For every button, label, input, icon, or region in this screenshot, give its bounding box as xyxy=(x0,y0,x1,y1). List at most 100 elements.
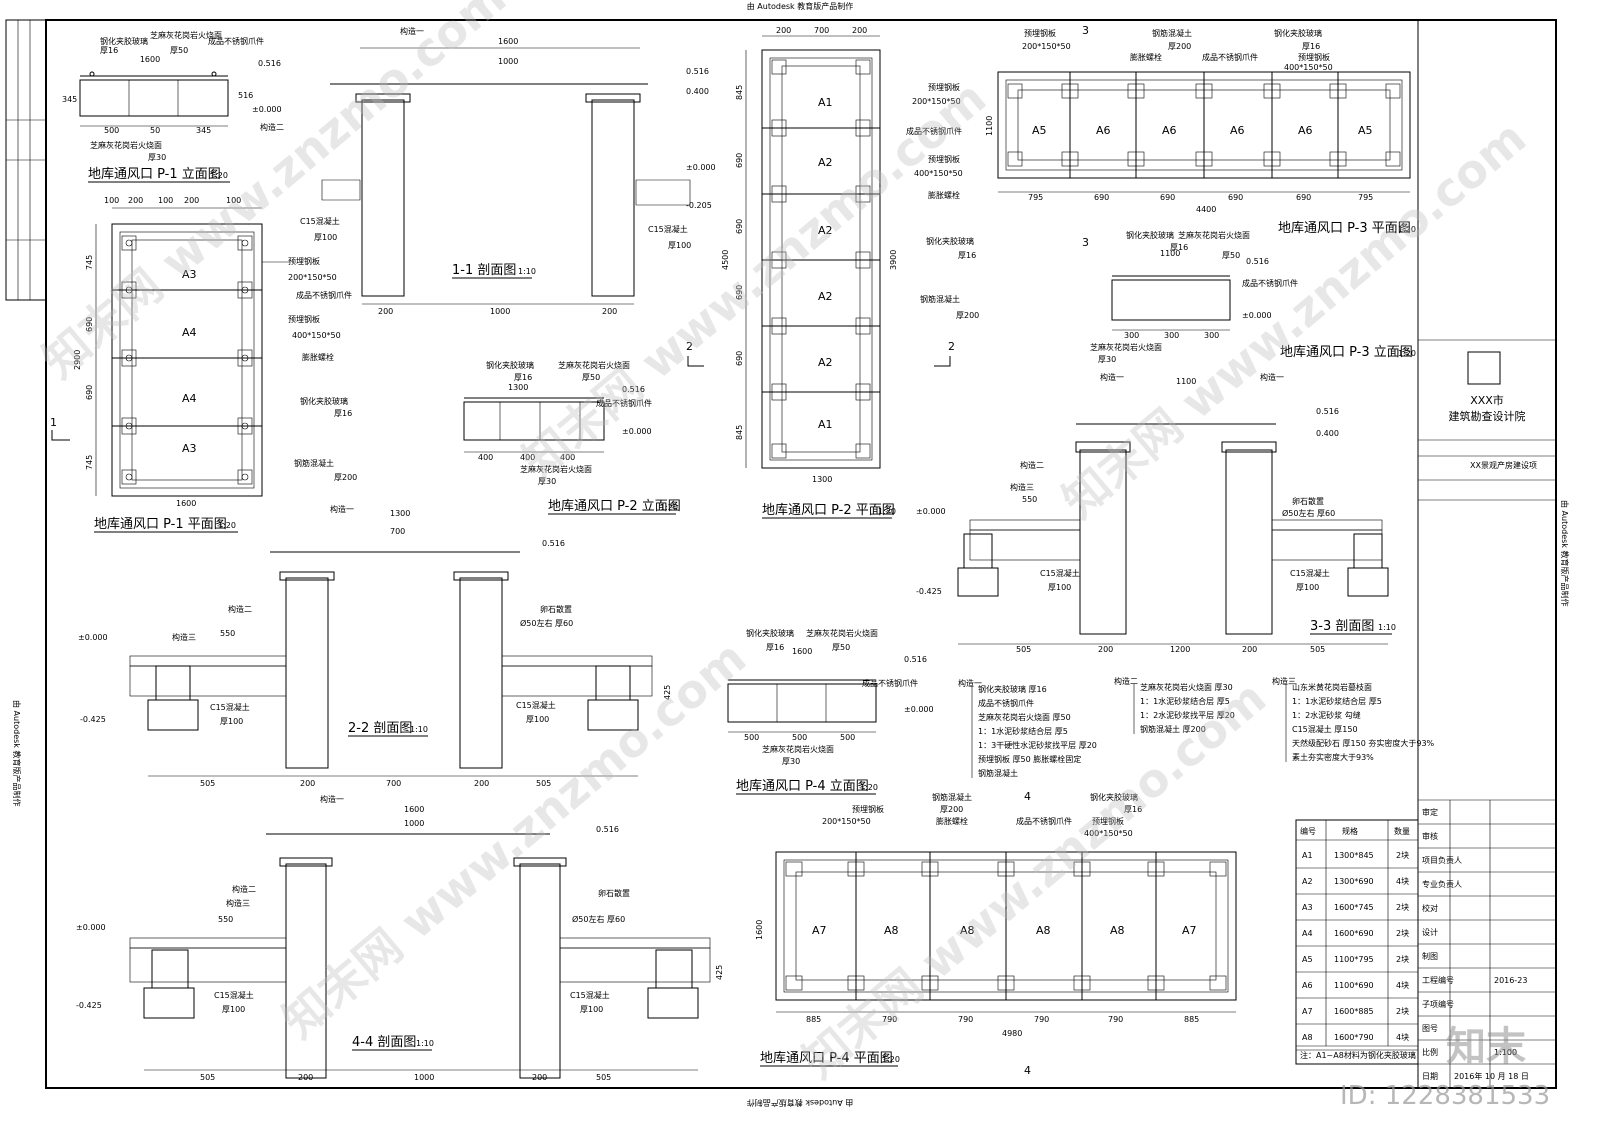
svg-text:795: 795 xyxy=(1028,193,1043,202)
svg-text:预埋钢板: 预埋钢板 xyxy=(928,82,960,92)
svg-text:4980: 4980 xyxy=(1002,1029,1022,1038)
company-name: 建筑勘查设计院 xyxy=(1449,409,1526,423)
p2-elev-title: 地库通风口 P-2 立面图 xyxy=(548,498,681,514)
svg-text:C15混凝土: C15混凝土 xyxy=(300,216,340,226)
svg-text:C15混凝土: C15混凝土 xyxy=(1040,568,1080,578)
svg-text:钢化夹胶玻璃: 钢化夹胶玻璃 xyxy=(300,396,348,406)
svg-text:±0.000: ±0.000 xyxy=(686,163,716,172)
svg-text:预埋钢板: 预埋钢板 xyxy=(852,804,884,814)
table-cell-spec: 1600*690 xyxy=(1334,929,1374,938)
svg-text:550: 550 xyxy=(1022,495,1037,504)
svg-text:构造三: 构造三 xyxy=(172,632,196,642)
svg-text:钢化夹胶玻璃: 钢化夹胶玻璃 xyxy=(1090,792,1138,802)
p3-plan-title: 地库通风口 P-3 平面图 xyxy=(1278,220,1411,236)
svg-text:C15混凝土: C15混凝土 xyxy=(1290,568,1330,578)
svg-text:钢筋混凝土: 钢筋混凝土 xyxy=(1152,28,1192,38)
svg-text:0.516: 0.516 xyxy=(542,539,565,548)
svg-text:400*150*50: 400*150*50 xyxy=(914,169,963,178)
svg-text:膨胀螺栓: 膨胀螺栓 xyxy=(928,190,960,200)
svg-text:100: 100 xyxy=(226,196,241,205)
panel-a3: A3 xyxy=(182,442,197,455)
svg-text:300: 300 xyxy=(1204,331,1219,340)
svg-text:0.516: 0.516 xyxy=(686,67,709,76)
svg-text:山东米黄花岗岩墓枝面: 山东米黄花岗岩墓枝面 xyxy=(1292,682,1372,692)
svg-text:500: 500 xyxy=(840,733,855,742)
svg-text:厚16: 厚16 xyxy=(958,251,976,260)
svg-text:C15混凝土: C15混凝土 xyxy=(214,990,254,1000)
svg-text:厚50: 厚50 xyxy=(582,373,600,382)
titleblock-row-label: 工程编号 xyxy=(1422,975,1454,985)
svg-text:钢化夹胶玻璃: 钢化夹胶玻璃 xyxy=(926,236,974,246)
svg-text:300: 300 xyxy=(1164,331,1179,340)
svg-text:±0.000: ±0.000 xyxy=(622,427,652,436)
table-cell-spec: 1100*690 xyxy=(1334,981,1374,990)
svg-text:构造二: 构造二 xyxy=(228,604,252,614)
svg-text:1000: 1000 xyxy=(414,1073,434,1082)
svg-text:690: 690 xyxy=(1160,193,1175,202)
svg-text:885: 885 xyxy=(1184,1015,1199,1024)
svg-text:300: 300 xyxy=(1124,331,1139,340)
p4-plan-title: 地库通风口 P-4 平面图 xyxy=(760,1050,893,1066)
titleblock-scale: 1:100 xyxy=(1494,1048,1517,1057)
svg-text:C15混凝土: C15混凝土 xyxy=(570,990,610,1000)
svg-text:505: 505 xyxy=(1016,645,1031,654)
svg-text:745: 745 xyxy=(85,255,94,270)
svg-text:200: 200 xyxy=(128,196,143,205)
p4-elevation: 钢化夹胶玻璃 厚16 芝麻灰花岗岩火烧面 厚50 成品不锈钢爪件 1600 0.… xyxy=(727,628,934,795)
svg-text:钢化夹胶玻璃 厚16: 钢化夹胶玻璃 厚16 xyxy=(978,684,1047,694)
svg-text:4: 4 xyxy=(1024,1064,1031,1077)
table-cell-spec: 1600*745 xyxy=(1334,903,1374,912)
svg-text:预埋钢板: 预埋钢板 xyxy=(288,314,320,324)
id-label: ID: 1228381533 xyxy=(1340,1081,1550,1111)
s22-title: 2-2 剖面图 xyxy=(348,721,412,736)
svg-text:预埋钢板 厚50 膨胀螺栓固定: 预埋钢板 厚50 膨胀螺栓固定 xyxy=(978,754,1081,764)
svg-text:-0.205: -0.205 xyxy=(686,201,712,210)
panel-a4: A4 xyxy=(182,326,197,339)
svg-text:4: 4 xyxy=(1024,790,1031,803)
svg-text:厚16: 厚16 xyxy=(514,373,532,382)
svg-text:C15混凝土: C15混凝土 xyxy=(648,224,688,234)
svg-text:A8: A8 xyxy=(884,924,899,937)
svg-text:厚16: 厚16 xyxy=(334,409,352,418)
svg-text:3900: 3900 xyxy=(889,250,898,270)
table-cell-id: A1 xyxy=(1302,851,1313,860)
svg-text:A5: A5 xyxy=(1032,124,1047,137)
svg-text:天然级配砂石 厚150 夯实密度大于93%: 天然级配砂石 厚150 夯实密度大于93% xyxy=(1292,738,1435,748)
svg-text:1300: 1300 xyxy=(812,475,832,484)
svg-text:0.516: 0.516 xyxy=(1316,407,1339,416)
svg-text:钢筋混凝土: 钢筋混凝土 xyxy=(294,458,334,468)
svg-text:构造二: 构造二 xyxy=(1020,460,1044,470)
svg-text:3: 3 xyxy=(1082,236,1089,249)
svg-text:Ø50左右 厚60: Ø50左右 厚60 xyxy=(520,618,573,628)
svg-text:2: 2 xyxy=(686,340,693,353)
svg-text:厚30: 厚30 xyxy=(1098,355,1116,364)
svg-text:790: 790 xyxy=(882,1015,897,1024)
svg-text:A8: A8 xyxy=(960,924,975,937)
table-note: 注：A1~A8材料为钢化夹胶玻璃 xyxy=(1300,1050,1416,1060)
svg-text:100: 100 xyxy=(158,196,173,205)
svg-text:690: 690 xyxy=(85,385,94,400)
svg-text:成品不锈钢爪件: 成品不锈钢爪件 xyxy=(208,36,264,46)
svg-text:0.516: 0.516 xyxy=(622,385,645,394)
p3-elevation: 钢化夹胶玻璃 厚16 芝麻灰花岗岩火烧面 厚50 成品不锈钢爪件 1100 0.… xyxy=(1090,230,1416,364)
svg-text:1300: 1300 xyxy=(508,383,528,392)
svg-text:200: 200 xyxy=(1098,645,1113,654)
svg-text:芝麻灰花岗岩火烧面 厚30: 芝麻灰花岗岩火烧面 厚30 xyxy=(1140,682,1233,692)
table-cell-id: A8 xyxy=(1302,1033,1313,1042)
svg-text:845: 845 xyxy=(735,85,744,100)
table-cell-spec: 1600*790 xyxy=(1334,1033,1374,1042)
svg-text:±0.000: ±0.000 xyxy=(252,105,282,114)
p2-elevation: 钢化夹胶玻璃 厚16 芝麻灰花岗岩火烧面 厚50 成品不锈钢爪件 1300 0.… xyxy=(463,360,681,515)
logo-watermark: 知末 xyxy=(1446,1024,1526,1070)
titleblock-job-no: 2016-23 xyxy=(1494,976,1527,985)
svg-text:Ø50左右 厚60: Ø50左右 厚60 xyxy=(1282,508,1335,518)
svg-text:A2: A2 xyxy=(818,356,833,369)
svg-text:成品不锈钢爪件: 成品不锈钢爪件 xyxy=(906,126,962,136)
svg-text:成品不锈钢爪件: 成品不锈钢爪件 xyxy=(1016,816,1072,826)
construction-notes: 构造一 钢化夹胶玻璃 厚16 成品不锈钢爪件 芝麻灰花岗岩火烧面 厚50 1：1… xyxy=(958,676,1435,778)
svg-text:A1: A1 xyxy=(818,418,833,431)
svg-text:构造一: 构造一 xyxy=(320,794,344,804)
svg-text:0.400: 0.400 xyxy=(1316,429,1339,438)
svg-text:芝麻灰花岗岩火烧面: 芝麻灰花岗岩火烧面 xyxy=(90,140,162,150)
